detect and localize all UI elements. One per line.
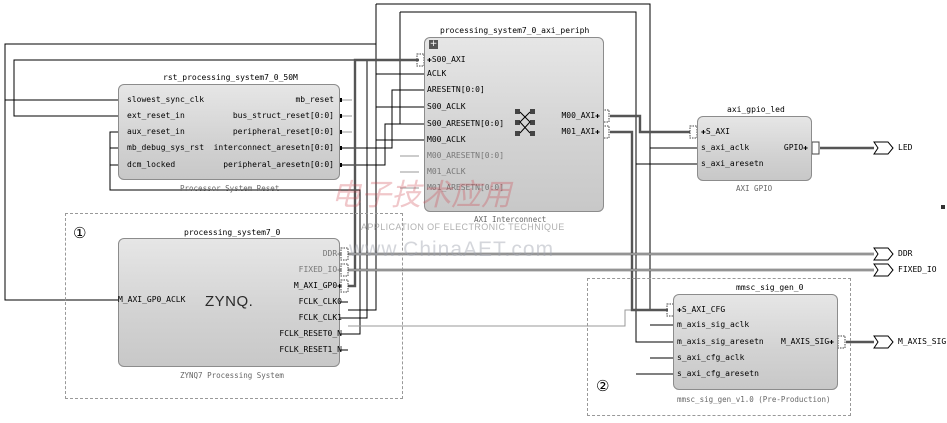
rst-port-out[interactable]: mb_reset [295,95,334,104]
bus-plus-icon: ✚ [337,249,342,258]
sig-gen-port-in[interactable]: s_axi_cfg_aclk [677,353,745,362]
external-port-ddr[interactable]: DDR [898,249,913,258]
axi-periph-port-in[interactable]: S00_ACLK [427,102,466,111]
region-1-outline [65,213,403,399]
bus-plus-icon: ✚ [677,305,682,314]
bus-plus-icon: ✚ [595,111,600,120]
external-port-led[interactable]: LED [898,143,913,152]
axi-periph-port-in[interactable]: S00_ARESETN[0:0] [427,119,505,128]
sig-gen-port-out[interactable]: M_AXIS_SIG✚ [781,337,834,346]
region-marker-1: ① [73,224,87,242]
zynq-processing-system-block[interactable] [118,238,340,367]
ps7-port-out[interactable]: FCLK_CLK0 [298,297,342,306]
ps7-port-out[interactable]: FCLK_RESET1_N [279,345,342,354]
expand-block-icon[interactable]: + [429,39,438,49]
bus-plus-icon: ✚ [427,55,432,64]
rst-block-title: rst_processing_system7_0_50M [163,73,298,82]
ps7-port-out[interactable]: DDR✚ [322,249,342,258]
external-port-fixed-io[interactable]: FIXED_IO [898,265,937,274]
ps7-port-in[interactable]: M_AXI_GP0_ACLK [118,295,186,304]
bus-plus-icon: ✚ [701,127,706,136]
rst-port-in[interactable]: mb_debug_sys_rst [127,143,205,152]
axi-periph-port-in[interactable]: M01_ARESETN[0:0] [427,183,505,192]
gpio-block-title: axi_gpio_led [727,105,785,114]
ps7-port-out[interactable]: FIXED_IO✚ [298,265,342,274]
rst-port-out[interactable]: peripheral_aresetn[0:0] [223,160,334,169]
bus-plus-icon: ✚ [829,337,834,346]
ps7-port-out[interactable]: FCLK_RESET0_N [279,329,342,338]
region-2-outline [587,278,851,416]
axi-periph-port-in[interactable]: ✚S00_AXI [427,55,466,64]
bus-plus-icon: ✚ [337,281,342,290]
axi-periph-port-in[interactable]: M01_ACLK [427,167,466,176]
axi-interconnect-block[interactable] [424,37,604,212]
gpio-port-in[interactable]: s_axi_aresetn [701,159,764,168]
rst-port-out[interactable]: peripheral_reset[0:0] [232,127,334,136]
gpio-port-out[interactable]: GPIO✚ [783,143,808,152]
sig-gen-block[interactable] [673,294,838,390]
rst-port-out[interactable]: interconnect_aresetn[0:0] [213,143,334,152]
bus-plus-icon: ✚ [337,265,342,274]
axi-periph-port-in[interactable]: ACLK [427,69,447,78]
ps7-port-out[interactable]: M_AXI_GP0✚ [293,281,342,290]
axi-periph-port-out[interactable]: M00_AXI✚ [561,111,600,120]
sig-gen-subtitle: mmsc_sig_gen_v1.0 (Pre-Production) [677,395,831,404]
axi-periph-subtitle: AXI Interconnect [474,215,547,224]
axi-periph-port-in[interactable]: M00_ARESETN[0:0] [427,151,505,160]
watermark-tagline: APPLICATION OF ELECTRONIC TECHNIQUE [361,222,565,232]
rst-port-in[interactable]: ext_reset_in [127,111,185,120]
sig-gen-port-in[interactable]: m_axis_sig_aclk [677,320,750,329]
axi-periph-port-in[interactable]: ARESETN[0:0] [427,85,485,94]
sig-gen-title: mmsc_sig_gen_0 [736,283,804,292]
rst-port-in[interactable]: slowest_sync_clk [127,95,205,104]
sig-gen-port-in[interactable]: s_axi_cfg_aresetn [677,369,759,378]
rst-port-out[interactable]: bus_struct_reset[0:0] [232,111,334,120]
watermark-logo-cn: 电子技术应用 [331,178,511,213]
sig-gen-port-in[interactable]: ✚S_AXI_CFG [677,305,726,314]
rst-processing-system-block[interactable] [118,84,340,180]
ps7-block-subtitle: ZYNQ7 Processing System [180,371,284,380]
rst-port-in[interactable]: aux_reset_in [127,127,185,136]
zynq-logo: ZYNQ. [205,293,254,310]
axi-gpio-block[interactable] [697,116,812,181]
sig-gen-port-in[interactable]: m_axis_sig_aresetn [677,337,764,346]
gpio-port-in[interactable]: ✚S_AXI [701,127,730,136]
region-marker-2: ② [596,377,610,395]
watermark-url: www.ChinaAET.com [349,238,555,261]
ps7-port-out[interactable]: FCLK_CLK1 [298,313,342,322]
bus-plus-icon: ✚ [803,143,808,152]
rst-port-in[interactable]: dcm_locked [127,160,176,169]
ps7-block-title: processing_system7_0 [184,228,281,237]
axi-periph-port-out[interactable]: M01_AXI✚ [561,127,600,136]
bus-plus-icon: ✚ [595,127,600,136]
rst-block-subtitle: Processor System Reset [180,184,280,193]
axi-periph-title: processing_system7_0_axi_periph [440,26,590,35]
gpio-block-subtitle: AXI GPIO [736,184,773,193]
axi-periph-port-in[interactable]: M00_ACLK [427,135,466,144]
crossbar-icon [515,109,535,136]
external-port-m-axis-sig[interactable]: M_AXIS_SIG [898,337,947,346]
gpio-port-in[interactable]: s_axi_aclk [701,143,750,152]
